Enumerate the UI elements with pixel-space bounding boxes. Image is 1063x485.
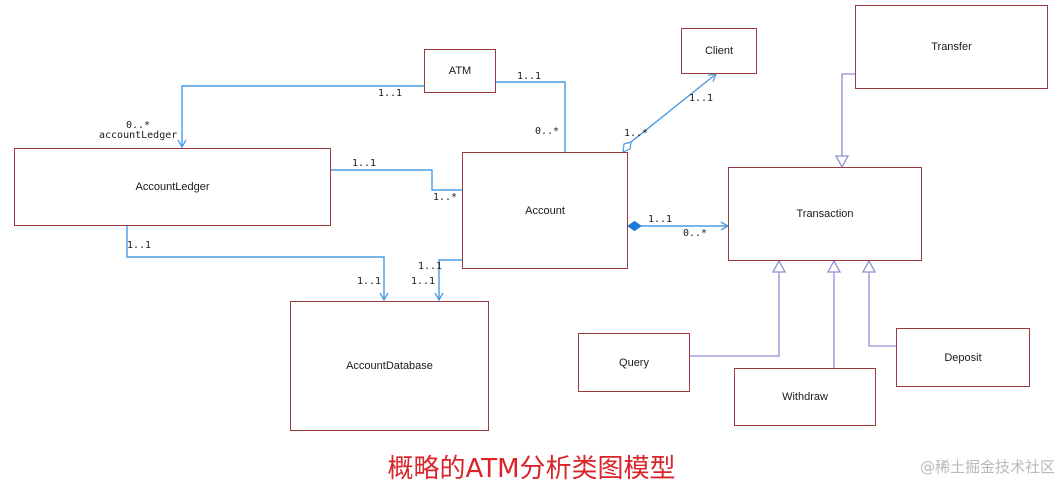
mult-client-end: 1..1 xyxy=(689,93,714,104)
class-transaction[interactable]: Transaction xyxy=(728,167,922,261)
generalization-arrow-deposit xyxy=(861,259,877,273)
mult-atm-account-atm-end: 1..1 xyxy=(517,71,542,82)
generalization-arrow-transfer xyxy=(834,155,850,169)
association-ledger-database xyxy=(126,225,389,302)
class-withdraw-label: Withdraw xyxy=(782,391,828,403)
class-account-database[interactable]: AccountDatabase xyxy=(290,301,489,431)
mult-ledger-account-account-end: 1..* xyxy=(433,192,458,203)
aggregation-account-client xyxy=(630,73,718,143)
generalization-deposit xyxy=(868,272,896,347)
class-deposit[interactable]: Deposit xyxy=(896,328,1030,387)
class-atm-label: ATM xyxy=(448,65,472,77)
mult-account-database-account-end: 1..1 xyxy=(418,261,443,272)
class-transaction-label: Transaction xyxy=(796,208,854,220)
association-ledger-account xyxy=(330,169,462,191)
mult-account-transaction-transaction-end: 0..* xyxy=(683,228,708,239)
mult-ledger-database-ledger-end: 1..1 xyxy=(127,240,152,251)
aggregation-diamond xyxy=(622,141,632,153)
watermark: @稀土掘金技术社区 xyxy=(919,458,1055,476)
generalization-arrow-withdraw xyxy=(826,259,842,273)
mult-account-transaction-account-end: 1..1 xyxy=(648,214,673,225)
association-atm-ledger xyxy=(177,85,424,149)
generalization-query xyxy=(690,272,780,357)
class-withdraw[interactable]: Withdraw xyxy=(734,368,876,426)
composition-diamond xyxy=(627,220,642,232)
association-atm-account xyxy=(495,81,566,152)
class-client[interactable]: Client xyxy=(681,28,757,74)
class-query-label: Query xyxy=(619,356,649,369)
association-account-database xyxy=(434,259,462,302)
class-query[interactable]: Query xyxy=(578,333,690,392)
mult-atm-ledger-atm-end: 1..1 xyxy=(378,88,403,99)
mult-ledger-role: accountLedger xyxy=(99,130,178,141)
class-deposit-label: Deposit xyxy=(944,351,982,364)
class-account-label: Account xyxy=(525,204,565,217)
class-client-label: Client xyxy=(704,45,734,57)
mult-atm-account-account-end: 0..* xyxy=(535,126,560,137)
class-atm[interactable]: ATM xyxy=(424,49,496,93)
class-account-ledger-label: AccountLedger xyxy=(135,181,210,193)
mult-atm-ledger-ledger-end: 0..* xyxy=(126,120,151,131)
generalization-arrow-query xyxy=(771,259,787,273)
class-account[interactable]: Account xyxy=(462,152,628,269)
mult-account-client-end: 1..* xyxy=(624,128,649,139)
class-transfer[interactable]: Transfer xyxy=(855,5,1048,89)
class-account-ledger[interactable]: AccountLedger xyxy=(14,148,331,226)
class-transfer-label: Transfer xyxy=(931,41,972,53)
diagram-caption: 概略的ATM分析类图模型 xyxy=(387,454,676,484)
mult-ledger-database-database-end: 1..1 xyxy=(357,276,382,287)
mult-ledger-account-ledger-end: 1..1 xyxy=(352,158,377,169)
generalization-transfer xyxy=(841,73,855,156)
class-account-database-label: AccountDatabase xyxy=(346,360,433,372)
mult-account-database-database-end: 1..1 xyxy=(411,276,436,287)
